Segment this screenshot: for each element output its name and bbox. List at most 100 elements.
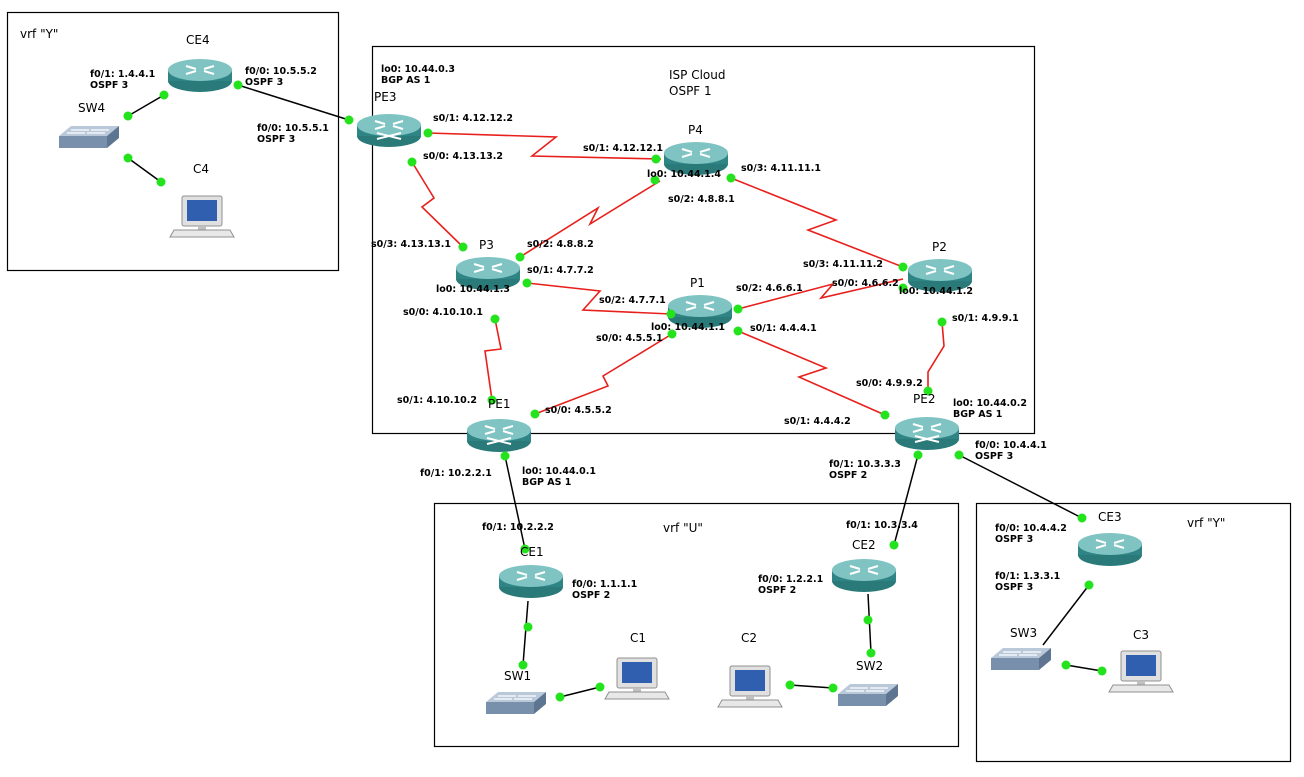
device-name-sw2: SW2 — [856, 659, 883, 673]
interface-label-ce3-f00: f0/0: 10.4.4.2 — [995, 523, 1067, 534]
interface-label-p2-lo0: lo0: 10.44.1.2 — [899, 286, 973, 297]
interface-label-p3-s00: s0/0: 4.10.10.1 — [403, 307, 483, 318]
link-pe3-p3 — [411, 161, 464, 248]
device-name-pe2: PE2 — [913, 392, 935, 406]
link-sw1-c1 — [559, 686, 601, 698]
interface-label-p2-s01: s0/1: 4.9.9.1 — [952, 313, 1019, 324]
interface-label-pe1-s00: s0/0: 4.5.5.2 — [545, 405, 612, 416]
interface-label-pe3-f00: f0/0: 10.5.5.1 — [257, 123, 329, 134]
link-sw2-c2 — [789, 684, 834, 689]
pe-router-icon-pe2[interactable] — [894, 416, 960, 451]
interface-label-ce3-f01: f0/1: 1.3.3.1 — [995, 571, 1060, 582]
interface-label-ce2-f00-line2: OSPF 2 — [758, 585, 796, 596]
link-pe2-ce3 — [958, 454, 1083, 519]
device-name-c4: C4 — [193, 162, 209, 176]
link-ce3-sw3 — [1042, 584, 1090, 646]
interface-label-ce4-f00-line2: OSPF 3 — [245, 77, 283, 88]
link-ce4-pe3 — [237, 84, 350, 121]
link-pe1-ce1 — [504, 455, 526, 550]
interface-label-p3-s03: s0/3: 4.13.13.1 — [371, 239, 451, 250]
link-pe3-p4 — [427, 132, 662, 160]
interface-label-pe1-lo0-line2: BGP AS 1 — [522, 477, 571, 488]
interface-label-ce2-f00: f0/0: 1.2.2.1 — [758, 574, 823, 585]
interface-label-pe3-s01: s0/1: 4.12.12.2 — [433, 113, 513, 124]
interface-label-p3-s01: s0/1: 4.7.7.2 — [527, 265, 594, 276]
device-name-p4: P4 — [688, 123, 703, 137]
interface-label-pe3-lo0: lo0: 10.44.0.3 — [381, 64, 455, 75]
interface-label-ce2-f01: f0/1: 10.3.3.4 — [846, 520, 918, 531]
interface-label-ce4-f01-line2: OSPF 3 — [90, 80, 128, 91]
switch-icon-sw3[interactable] — [990, 647, 1052, 671]
device-name-sw1: SW1 — [504, 669, 531, 683]
link-ce1-sw1 — [522, 600, 529, 666]
interface-label-p1-s00: s0/0: 4.5.5.1 — [596, 333, 663, 344]
interface-label-ce1-f00-line2: OSPF 2 — [572, 590, 610, 601]
interface-label-p4-s02: s0/2: 4.8.8.1 — [668, 194, 735, 205]
interface-label-ce3-f00-line2: OSPF 3 — [995, 534, 1033, 545]
interface-label-p1-s02b: s0/2: 4.6.6.1 — [736, 283, 803, 294]
interface-label-p3-lo0: lo0: 10.44.1.3 — [436, 284, 510, 295]
device-name-c1: C1 — [630, 631, 646, 645]
link-sw4-c4 — [127, 157, 162, 183]
interface-label-p4-lo0: lo0: 10.44.1.4 — [647, 169, 721, 180]
pc-icon-c1[interactable] — [604, 657, 670, 700]
interface-label-pe3-s00: s0/0: 4.13.13.2 — [423, 151, 503, 162]
router-icon-ce4[interactable] — [167, 58, 233, 93]
vrf-y-right-box — [975, 502, 1292, 763]
interface-label-pe2-f01-line2: OSPF 2 — [829, 470, 867, 481]
vrf-y-left-box — [6, 11, 340, 272]
switch-icon-sw1[interactable] — [485, 691, 547, 715]
pe-router-icon-pe1[interactable] — [466, 418, 532, 453]
interface-label-pe1-s01: s0/1: 4.10.10.2 — [397, 395, 477, 406]
link-sw3-c3 — [1065, 664, 1103, 672]
link-ce4-sw4 — [127, 94, 165, 117]
interface-label-p1-s01: s0/1: 4.4.4.1 — [750, 323, 817, 334]
device-name-p2: P2 — [932, 240, 947, 254]
vrf-u-box — [433, 502, 960, 748]
interface-label-pe2-f01: f0/1: 10.3.3.3 — [829, 459, 901, 470]
router-icon-ce2[interactable] — [831, 558, 897, 593]
isp-cloud-subtitle: OSPF 1 — [669, 84, 712, 98]
pc-icon-c4[interactable] — [169, 195, 235, 238]
interface-label-pe2-f00: f0/0: 10.4.4.1 — [975, 440, 1047, 451]
interface-label-p2-s03: s0/3: 4.11.11.2 — [803, 259, 883, 270]
interface-label-pe1-f01: f0/1: 10.2.2.1 — [420, 468, 492, 479]
switch-icon-sw4[interactable] — [58, 125, 120, 149]
pe-router-icon-pe3[interactable] — [356, 113, 422, 148]
interface-label-p4-s01: s0/1: 4.12.12.1 — [583, 143, 663, 154]
interface-label-ce4-f01: f0/1: 1.4.4.1 — [90, 69, 155, 80]
interface-label-pe2-lo0: lo0: 10.44.0.2 — [953, 398, 1027, 409]
interface-label-ce4-f00: f0/0: 10.5.5.2 — [245, 66, 317, 77]
pc-icon-c2[interactable] — [717, 665, 783, 708]
device-name-ce3: CE3 — [1098, 510, 1122, 524]
device-name-sw3: SW3 — [1010, 626, 1037, 640]
link-p3-p1 — [526, 282, 672, 315]
interface-label-ce1-f01: f0/1: 10.2.2.2 — [482, 522, 554, 533]
port-dots — [123, 80, 1107, 702]
link-p1-pe1 — [534, 333, 673, 415]
vrf-y-right-title: vrf "Y" — [1187, 516, 1225, 530]
switch-icon-sw2[interactable] — [837, 683, 899, 707]
link-p2-pe2 — [927, 321, 945, 391]
vrf-u-title: vrf "U" — [663, 521, 703, 535]
device-name-p3: P3 — [479, 238, 494, 252]
device-name-ce4: CE4 — [186, 33, 210, 47]
link-p4-p2 — [730, 177, 904, 268]
interface-label-ce1-f00: f0/0: 1.1.1.1 — [572, 579, 637, 590]
device-name-p1: P1 — [690, 276, 705, 290]
link-p3-p4 — [519, 180, 661, 258]
router-icon-ce1[interactable] — [498, 564, 564, 599]
device-name-pe3: PE3 — [374, 90, 396, 104]
vrf-y-left-title: vrf "Y" — [20, 27, 58, 41]
pc-icon-c3[interactable] — [1108, 650, 1174, 693]
interface-label-p2-s00: s0/0: 4.6.6.2 — [832, 278, 899, 289]
router-icon-ce3[interactable] — [1077, 532, 1143, 567]
interface-label-pe2-f00-line2: OSPF 3 — [975, 451, 1013, 462]
link-p1-pe2 — [737, 330, 886, 416]
device-name-c2: C2 — [741, 631, 757, 645]
interface-label-p3-s02: s0/2: 4.8.8.2 — [527, 239, 594, 250]
interface-label-pe2-s00: s0/0: 4.9.9.2 — [856, 378, 923, 389]
interface-label-pe2-lo0-line2: BGP AS 1 — [953, 409, 1002, 420]
